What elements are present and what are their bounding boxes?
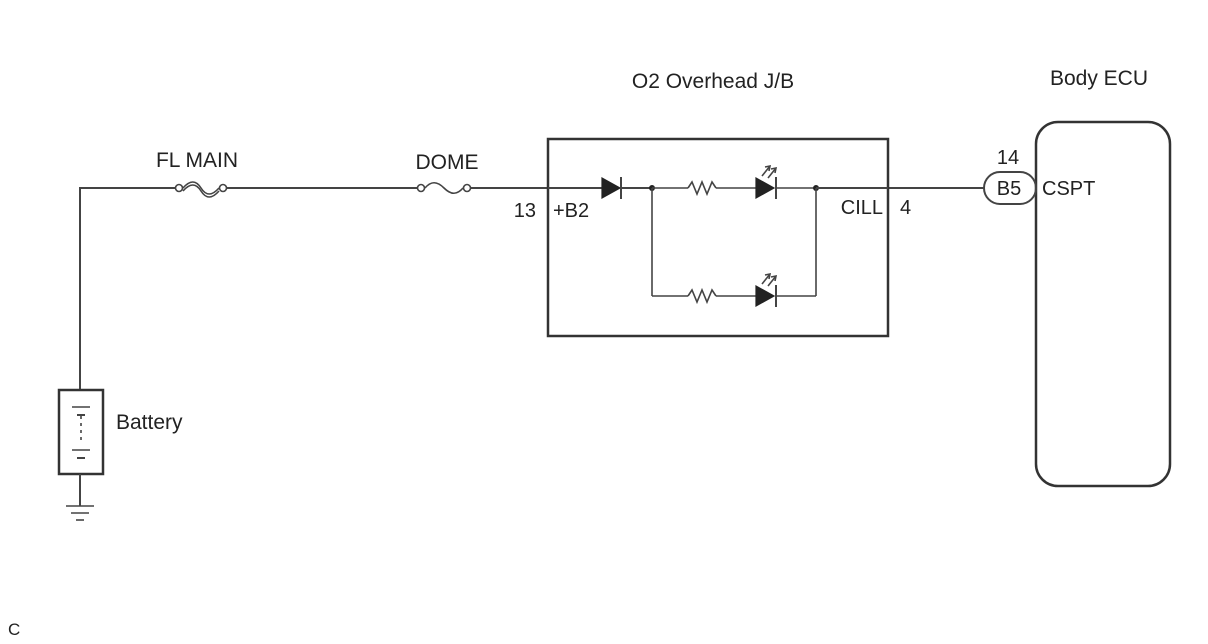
jb-output-pin-number: 4 (900, 197, 911, 219)
footer-code: C (8, 620, 20, 639)
jb-input-pin-number: 13 (514, 200, 536, 222)
jb-input-pin-name: +B2 (553, 200, 589, 222)
lower-led-icon (755, 284, 776, 308)
diode-icon (601, 176, 622, 200)
main-wire (79, 187, 984, 390)
battery-symbol (57, 388, 105, 476)
ecu-pin-name: CSPT (1042, 178, 1095, 200)
battery-label: Battery (116, 411, 183, 434)
fl-main-fuse (174, 181, 228, 198)
junction-block-circuit (548, 164, 888, 308)
upper-resistor-icon (687, 179, 717, 197)
dome-label: DOME (416, 151, 479, 174)
dome-fuse (416, 181, 472, 195)
ground-symbol (66, 474, 94, 521)
ecu-pin-number: 14 (997, 147, 1019, 169)
jb-output-pin-name: CILL (841, 197, 883, 219)
ecu-connector-oval (983, 171, 1037, 205)
fl-main-label: FL MAIN (156, 149, 238, 172)
lower-resistor-icon (687, 287, 717, 305)
ecu-title: Body ECU (1050, 67, 1148, 90)
ecu-connector-label: B5 (997, 178, 1021, 200)
junction-block-title: O2 Overhead J/B (632, 70, 794, 93)
ecu-box (1034, 120, 1172, 488)
junction-block-box (546, 137, 890, 338)
upper-led-icon (755, 176, 776, 200)
